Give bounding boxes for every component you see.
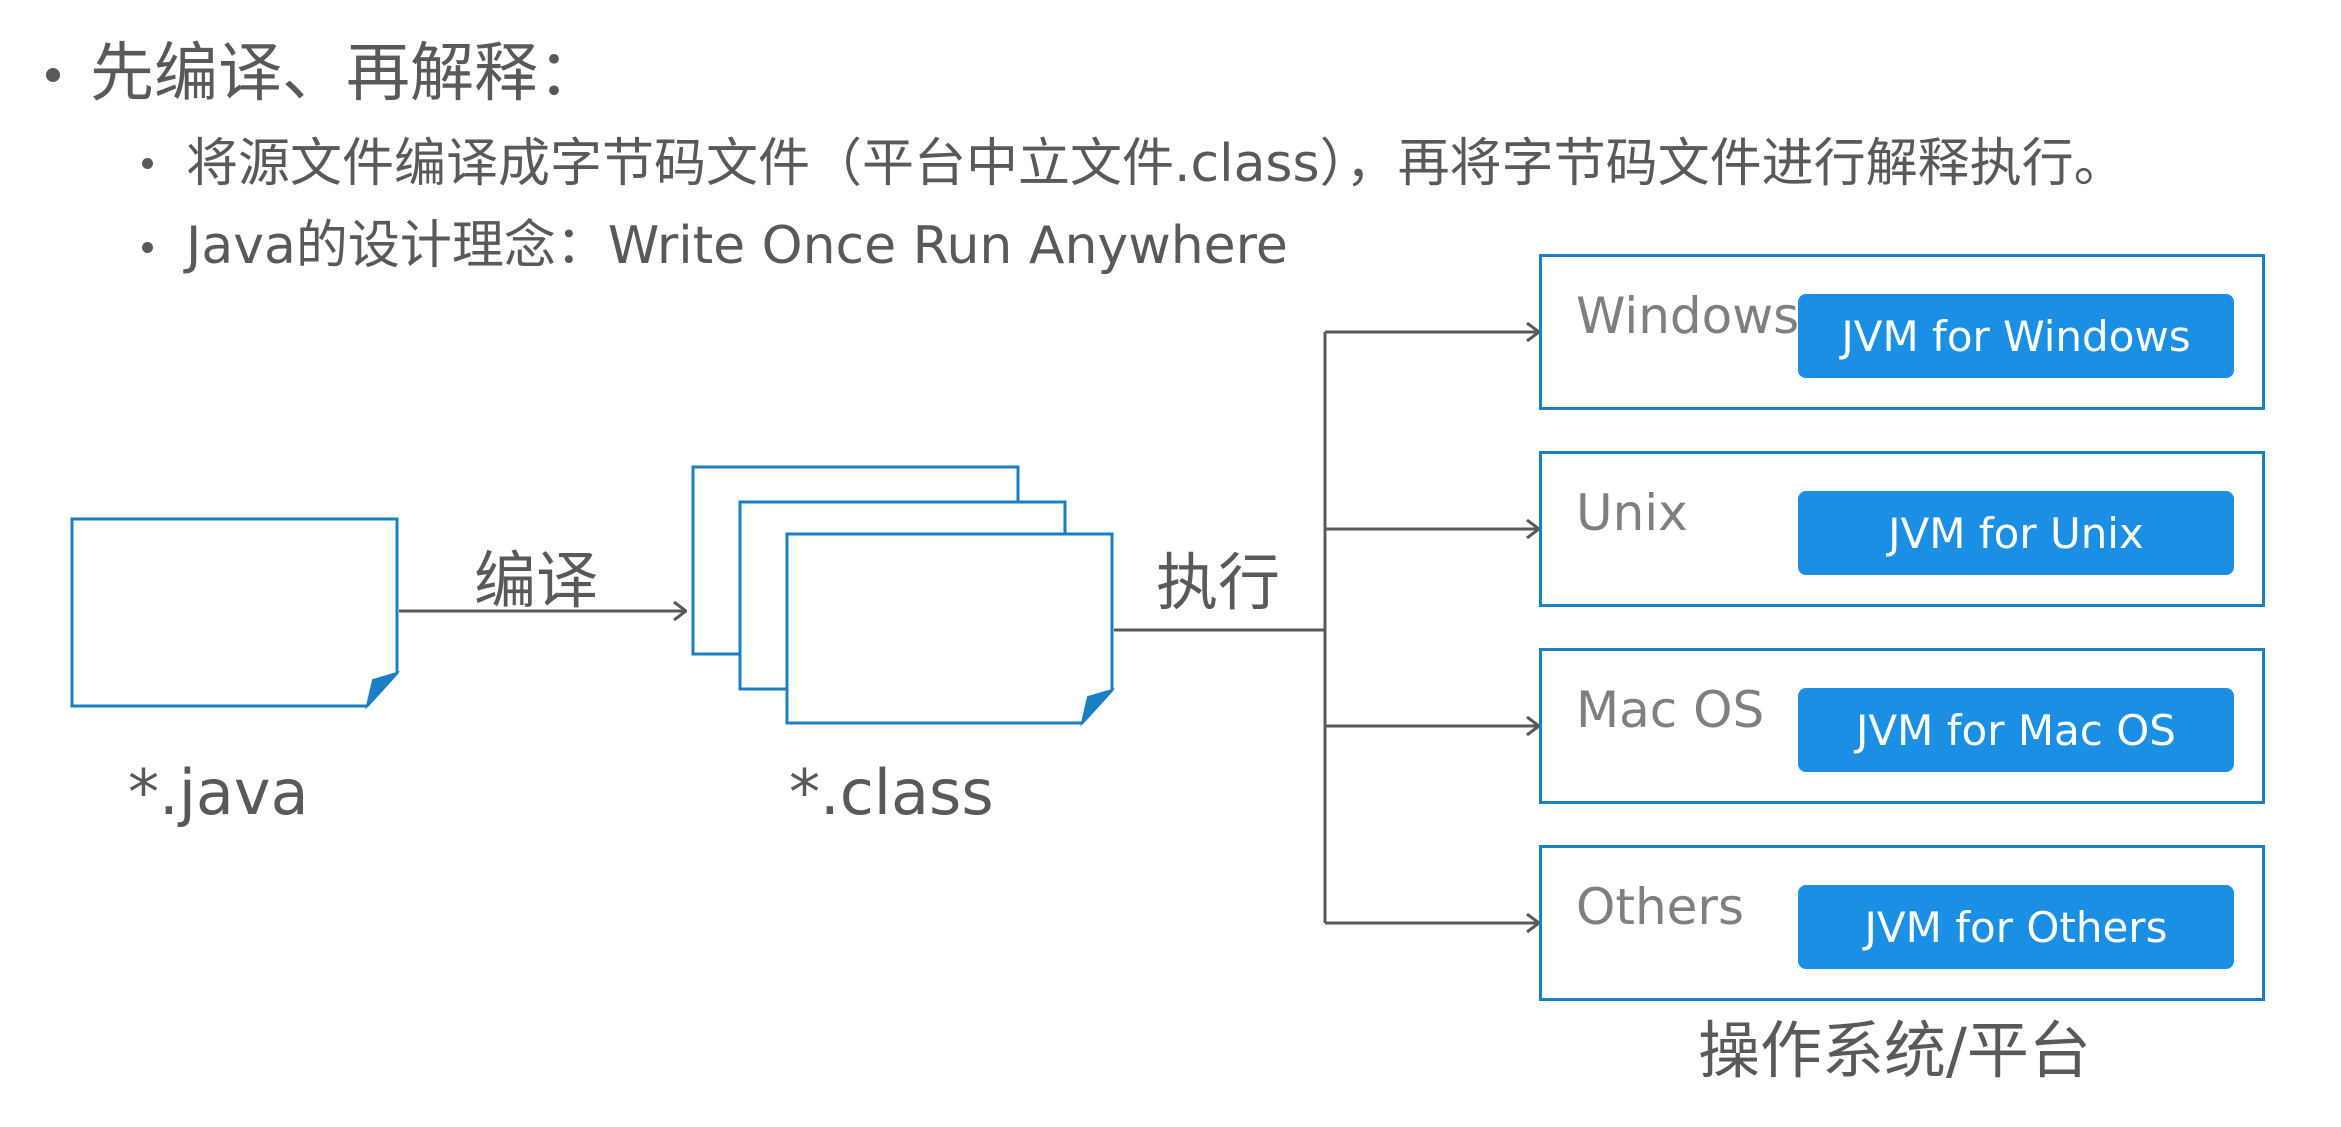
os-name-unix: Unix bbox=[1576, 484, 1688, 542]
bullet-design-philosophy: Java的设计理念：Write Once Run Anywhere bbox=[186, 216, 1288, 276]
platforms-caption: 操作系统/平台 bbox=[1698, 1014, 2091, 1087]
bullet-bytecode-description: 将源文件编译成字节码文件（平台中立文件.class），再将字节码文件进行解释执行… bbox=[186, 134, 2126, 194]
os-name-others: Others bbox=[1576, 878, 1745, 936]
class-files-icon bbox=[691, 465, 1116, 727]
platform-box-macos: Mac OS JVM for Mac OS bbox=[1539, 648, 2265, 804]
jvm-unix-badge: JVM for Unix bbox=[1798, 491, 2234, 575]
bullet-dot-level2-2 bbox=[142, 242, 153, 253]
bullet-dot-level1 bbox=[46, 68, 60, 82]
platform-box-unix: Unix JVM for Unix bbox=[1539, 451, 2265, 607]
bullet-dot-level2-1 bbox=[142, 158, 153, 169]
heading-compile-interpret: 先编译、再解释： bbox=[90, 37, 602, 111]
execute-branches bbox=[1114, 332, 1539, 923]
platform-box-windows: Windows JVM for Windows bbox=[1539, 254, 2265, 410]
class-file-label: *.class bbox=[789, 756, 994, 829]
jvm-others-badge: JVM for Others bbox=[1798, 885, 2234, 969]
jvm-macos-badge: JVM for Mac OS bbox=[1798, 688, 2234, 772]
platform-box-others: Others JVM for Others bbox=[1539, 845, 2265, 1001]
java-file-label: *.java bbox=[128, 756, 309, 829]
jvm-windows-badge: JVM for Windows bbox=[1798, 294, 2234, 378]
execute-label: 执行 bbox=[1156, 546, 1281, 619]
os-name-windows: Windows bbox=[1576, 287, 1800, 345]
java-file-icon bbox=[70, 517, 401, 710]
compile-label: 编译 bbox=[474, 544, 599, 617]
os-name-macos: Mac OS bbox=[1576, 681, 1765, 739]
